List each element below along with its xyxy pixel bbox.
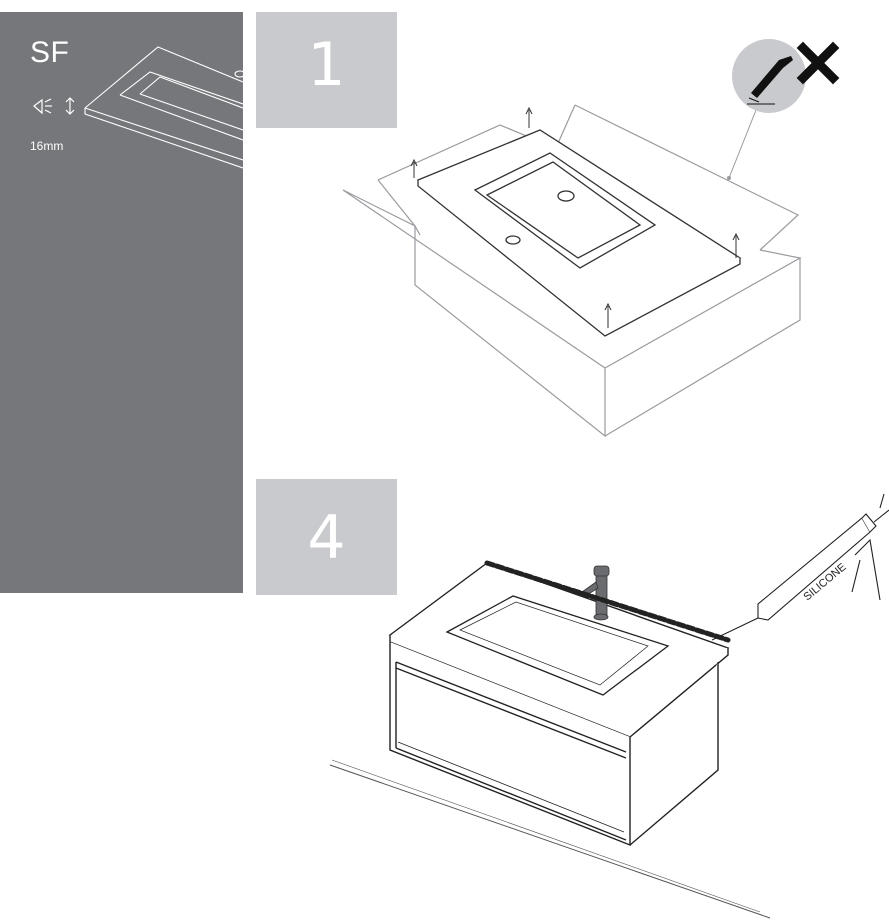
silicone-bead: [484, 560, 731, 643]
tap: [581, 565, 610, 621]
basin-slab: [416, 129, 742, 337]
product-code: SF: [30, 36, 70, 69]
silicone-gun: [711, 493, 889, 641]
step-1-box: 1: [256, 12, 397, 128]
lift-arrows: [410, 106, 740, 328]
info-panel: SF 16mm: [0, 12, 243, 593]
basin-thumbnail: [84, 46, 243, 169]
up-down-arrow-icon: [65, 97, 75, 115]
step-1-number: 1: [307, 30, 346, 100]
sealant-gun-crossed-icon: [732, 39, 840, 113]
step-4-box: 4: [256, 479, 397, 595]
speaker-icon: [33, 98, 52, 115]
step-4-number: 4: [307, 503, 346, 573]
basin-bowl: [445, 595, 670, 696]
cardboard-box: [342, 104, 802, 438]
floor-line: [329, 764, 771, 919]
vanity-cabinet: [388, 562, 730, 847]
thickness-label: 16mm: [30, 139, 64, 153]
